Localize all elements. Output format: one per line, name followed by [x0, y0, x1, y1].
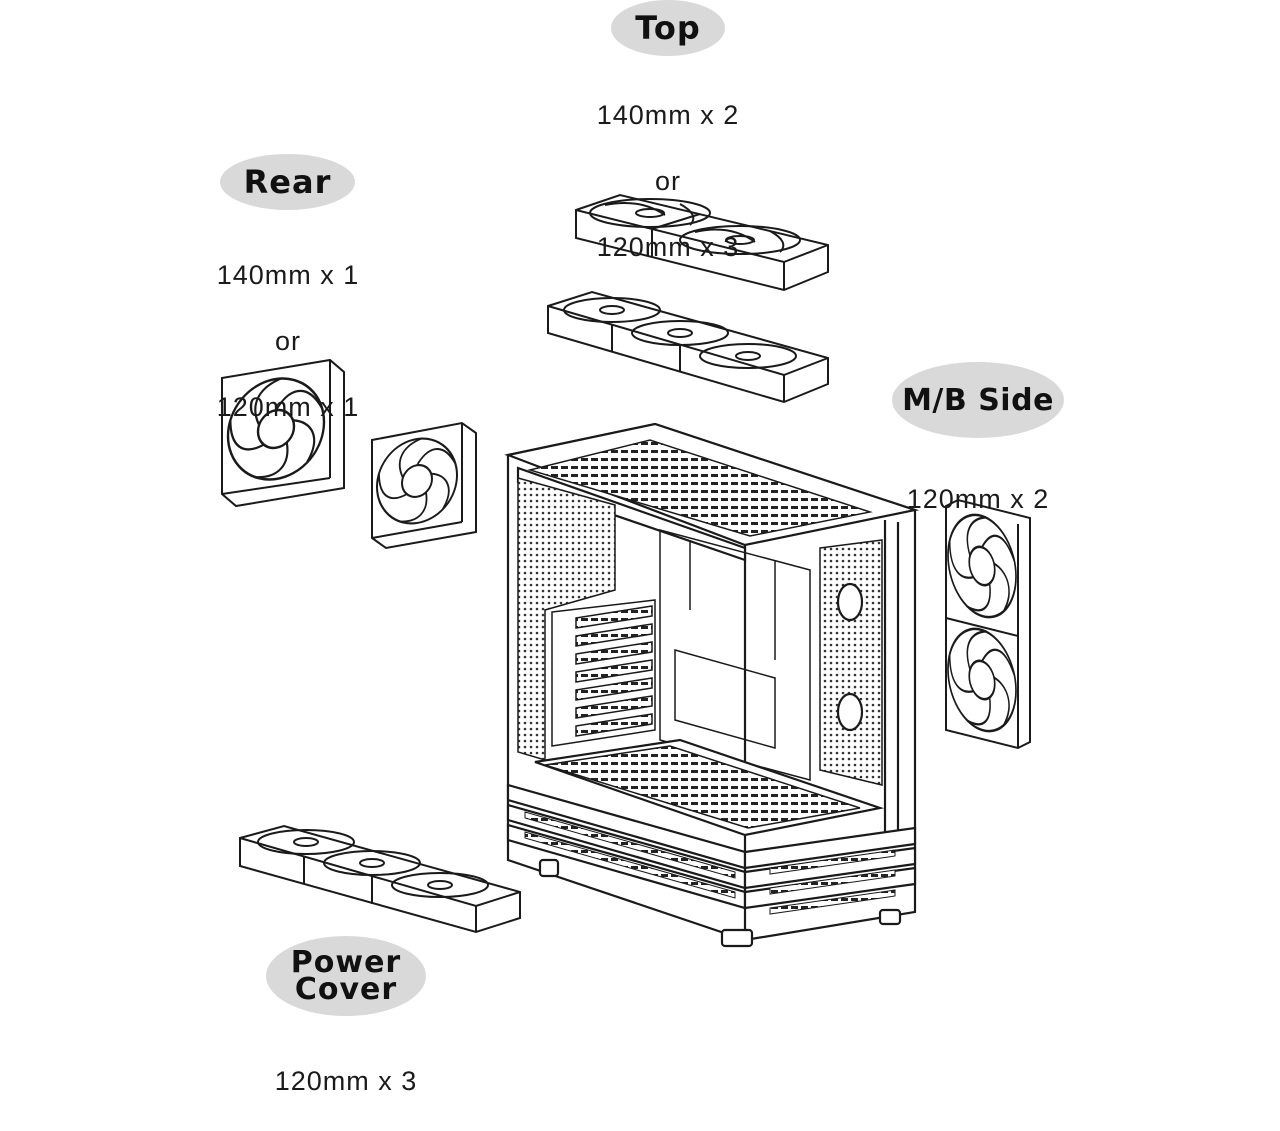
mb-side-label: M/B Side — [902, 382, 1054, 418]
mb-side-spec: 120mm x 2 — [870, 450, 1086, 549]
top-120mm-fans — [547, 290, 829, 404]
power-cover-spec: 120mm x 3 — [238, 1032, 454, 1131]
rear-spec-line1: 140mm x 1 — [216, 260, 360, 290]
rear-badge: Rear — [220, 154, 355, 210]
rear-label: Rear — [243, 163, 332, 201]
mb-side-badge: M/B Side — [892, 362, 1064, 438]
mb-side-fans — [945, 498, 1031, 750]
case-diagram — [221, 193, 1031, 948]
mb-side-spec-line1: 120mm x 2 — [906, 484, 1050, 514]
top-spec: 140mm x 2 or 120mm x 3 — [560, 66, 776, 297]
rear-spec-line2: or — [274, 326, 301, 356]
rear-120mm-fan — [371, 421, 477, 550]
top-badge: Top — [611, 0, 725, 56]
top-spec-line1: 140mm x 2 — [596, 100, 740, 130]
power-cover-spec-line1: 120mm x 3 — [274, 1066, 418, 1096]
top-spec-line3: 120mm x 3 — [596, 232, 740, 262]
rear-140mm-fan — [221, 358, 345, 508]
top-spec-line2: or — [654, 166, 681, 196]
power-cover-label-line2: Cover — [294, 972, 398, 1007]
top-140mm-fans — [575, 193, 829, 292]
power-cover-badge: Power Cover — [266, 936, 426, 1016]
power-cover-fans — [239, 824, 521, 934]
power-cover-label-line1: Power — [290, 945, 402, 980]
rear-spec-line3: 120mm x 1 — [216, 392, 360, 422]
top-label: Top — [635, 9, 701, 47]
chassis — [504, 422, 920, 948]
rear-spec: 140mm x 1 or 120mm x 1 — [180, 226, 396, 457]
